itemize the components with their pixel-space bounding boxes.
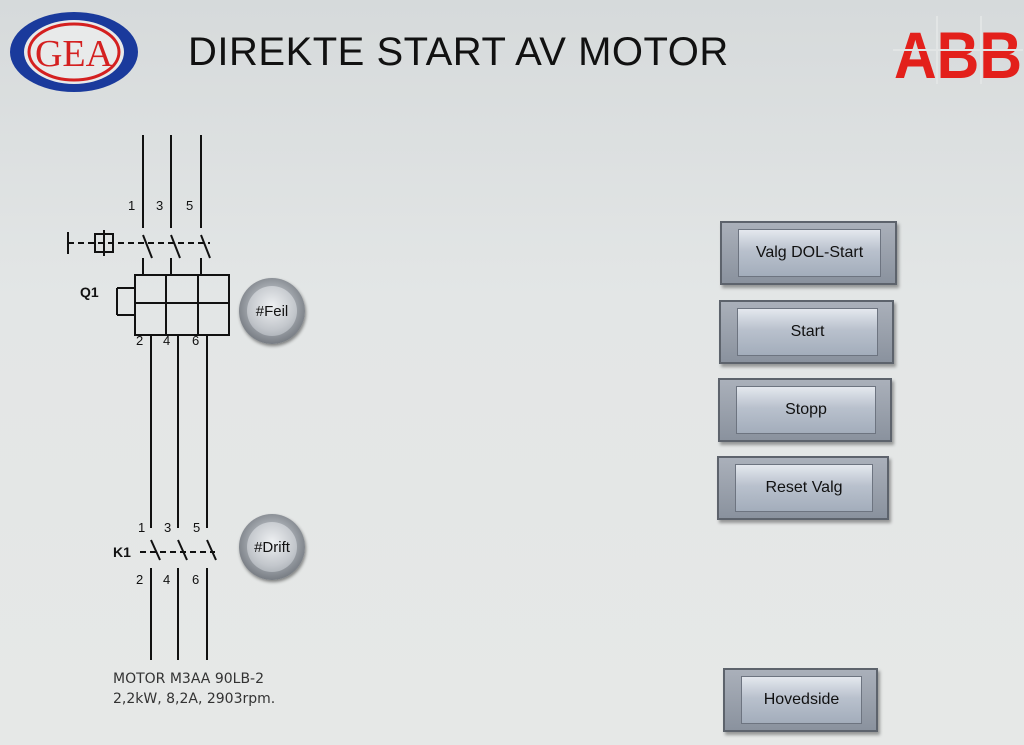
k1-label: K1 — [113, 544, 131, 560]
running-indicator: #Drift — [239, 514, 305, 580]
q1-terminal-6: 6 — [192, 333, 199, 348]
running-indicator-label: #Drift — [247, 522, 297, 572]
k1-terminal-6: 6 — [192, 572, 199, 587]
reset-selection-label: Reset Valg — [735, 464, 873, 512]
q1-label: Q1 — [80, 284, 99, 300]
k1-terminal-3: 3 — [164, 520, 171, 535]
motor-model: MOTOR M3AA 90LB-2 — [113, 671, 265, 687]
abb-logo-text: ABB — [894, 18, 1022, 84]
fault-indicator-label: #Feil — [247, 286, 297, 336]
q1-terminal-3: 3 — [156, 198, 163, 213]
page-title: DIREKTE START AV MOTOR — [188, 30, 729, 74]
k1-terminal-2: 2 — [136, 572, 143, 587]
abb-logo: ABB — [893, 16, 1023, 92]
stop-label: Stopp — [736, 386, 876, 434]
q1-terminal-4: 4 — [163, 333, 170, 348]
gea-logo-text: GEA — [35, 33, 114, 75]
fault-indicator: #Feil — [239, 278, 305, 344]
dol-start-select-button[interactable]: Valg DOL-Start — [720, 221, 897, 285]
dol-start-select-label: Valg DOL-Start — [738, 229, 881, 277]
q1-terminal-2: 2 — [136, 333, 143, 348]
stop-button[interactable]: Stopp — [718, 378, 892, 442]
home-label: Hovedside — [741, 676, 862, 724]
start-label: Start — [737, 308, 878, 356]
motor-specs: 2,2kW, 8,2A, 2903rpm. — [113, 691, 276, 707]
gea-logo: GEA — [4, 8, 144, 96]
motor-info: MOTOR M3AA 90LB-2 2,2kW, 8,2A, 2903rpm. — [113, 669, 275, 709]
home-button[interactable]: Hovedside — [723, 668, 878, 732]
k1-terminal-4: 4 — [163, 572, 170, 587]
motor-circuit-diagram: 1 3 5 Q1 2 4 6 1 3 5 K1 2 4 6 — [0, 120, 320, 665]
q1-terminal-1: 1 — [128, 198, 135, 213]
q1-terminal-5: 5 — [186, 198, 193, 213]
start-button[interactable]: Start — [719, 300, 894, 364]
k1-terminal-1: 1 — [138, 520, 145, 535]
reset-selection-button[interactable]: Reset Valg — [717, 456, 889, 520]
k1-terminal-5: 5 — [193, 520, 200, 535]
